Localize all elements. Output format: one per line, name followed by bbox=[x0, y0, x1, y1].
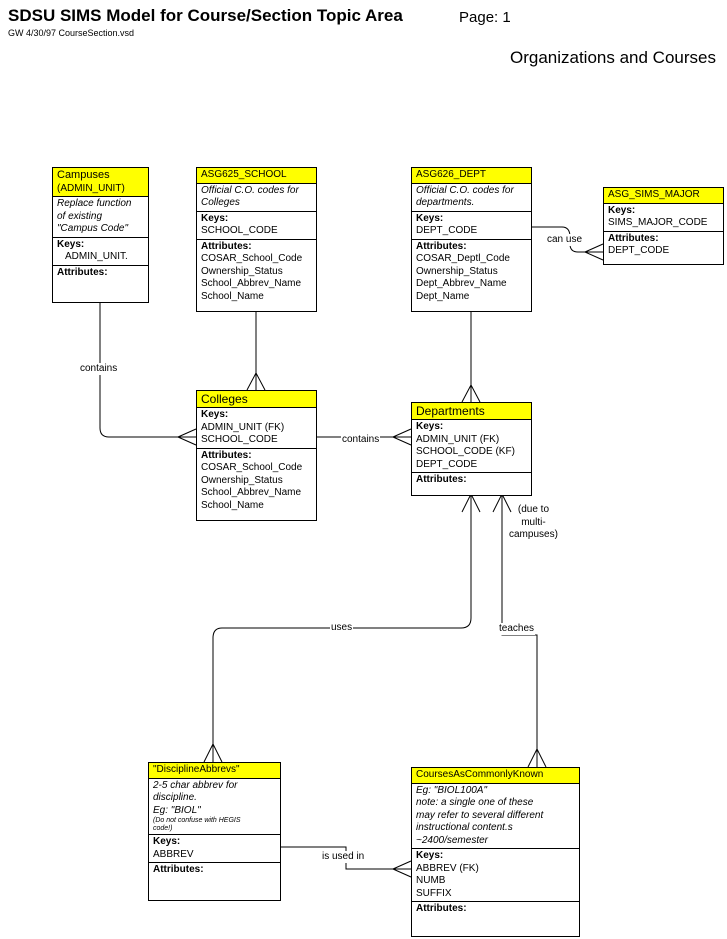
entity-discipline-abbrevs: "DisciplineAbbrevs" 2-5 char abbrev for … bbox=[148, 762, 281, 901]
label-uses: uses bbox=[330, 622, 354, 634]
entity-discipline-name: "DisciplineAbbrevs" bbox=[149, 763, 280, 779]
entity-campuses-attributes: Attributes: bbox=[57, 266, 108, 278]
entity-asg-sims-major: ASG_SIMS_MAJOR Keys: SIMS_MAJOR_CODE Att… bbox=[603, 187, 724, 265]
entity-courses-keys: Keys: ABBREV (FK) NUMB SUFFIX bbox=[412, 849, 579, 902]
entity-major-attributes: Attributes: DEPT_CODE bbox=[608, 232, 670, 257]
label-due-to-multi-campuses: (due to multi- campuses) bbox=[509, 504, 558, 540]
entity-colleges-name: Colleges bbox=[197, 391, 316, 408]
entity-courses-attributes: Attributes: bbox=[416, 903, 467, 914]
label-colleges-contains: contains bbox=[341, 434, 381, 446]
entity-departments: Departments Keys: ADMIN_UNIT (FK) SCHOOL… bbox=[411, 402, 532, 496]
entity-campuses-keys: Keys: ADMIN_UNIT. bbox=[53, 238, 148, 266]
entity-campuses-desc: Replace function of existing "Campus Cod… bbox=[53, 197, 148, 238]
entity-discipline-keys: Keys: ABBREV bbox=[149, 835, 280, 863]
entity-school-desc: Official C.O. codes for Colleges bbox=[197, 184, 316, 212]
entity-dept-attributes: Attributes: COSAR_Deptl_Code Ownership_S… bbox=[416, 240, 510, 302]
entity-major-name: ASG_SIMS_MAJOR bbox=[604, 188, 723, 204]
file-info: GW 4/30/97 CourseSection.vsd bbox=[8, 28, 135, 38]
entity-major-keys: Keys: SIMS_MAJOR_CODE bbox=[604, 204, 723, 232]
entity-departments-attributes: Attributes: bbox=[416, 474, 467, 485]
label-is-used-in: is used in bbox=[321, 851, 366, 863]
entity-school-name: ASG625_SCHOOL bbox=[197, 168, 316, 184]
entity-colleges: Colleges Keys: ADMIN_UNIT (FK) SCHOOL_CO… bbox=[196, 390, 317, 521]
entity-asg625-school: ASG625_SCHOOL Official C.O. codes for Co… bbox=[196, 167, 317, 312]
entity-school-attributes: Attributes: COSAR_School_Code Ownership_… bbox=[201, 240, 303, 302]
label-campus-contains: contains bbox=[79, 363, 119, 375]
entity-asg626-dept: ASG626_DEPT Official C.O. codes for depa… bbox=[411, 167, 532, 312]
label-teaches: teaches bbox=[498, 623, 536, 635]
entity-campuses-name: Campuses (ADMIN_UNIT) bbox=[53, 168, 148, 197]
entity-discipline-attributes: Attributes: bbox=[153, 864, 204, 875]
entity-school-keys: Keys: SCHOOL_CODE bbox=[197, 212, 316, 240]
entity-discipline-desc: 2-5 char abbrev for discipline. Eg: "BIO… bbox=[149, 779, 280, 835]
label-can-use: can use bbox=[546, 234, 584, 246]
entity-courses-desc: Eg: "BIOL100A" note: a single one of the… bbox=[412, 784, 579, 849]
entity-dept-keys: Keys: DEPT_CODE bbox=[412, 212, 531, 240]
entity-campuses: Campuses (ADMIN_UNIT) Replace function o… bbox=[52, 167, 149, 303]
entity-colleges-keys: Keys: ADMIN_UNIT (FK) SCHOOL_CODE bbox=[197, 408, 316, 449]
entity-courses-as-commonly-known: CoursesAsCommonlyKnown Eg: "BIOL100A" no… bbox=[411, 767, 580, 937]
entity-courses-name: CoursesAsCommonlyKnown bbox=[412, 768, 579, 784]
entity-dept-name: ASG626_DEPT bbox=[412, 168, 531, 184]
entity-departments-name: Departments bbox=[412, 403, 531, 420]
page-number: Page: 1 bbox=[459, 9, 511, 26]
entity-departments-keys: Keys: ADMIN_UNIT (FK) SCHOOL_CODE (KF) D… bbox=[412, 420, 531, 473]
entity-colleges-attributes: Attributes: COSAR_School_Code Ownership_… bbox=[201, 449, 303, 511]
section-heading: Organizations and Courses bbox=[509, 48, 716, 67]
diagram-title: SDSU SIMS Model for Course/Section Topic… bbox=[8, 6, 403, 25]
entity-dept-desc: Official C.O. codes for departments. bbox=[412, 184, 531, 212]
